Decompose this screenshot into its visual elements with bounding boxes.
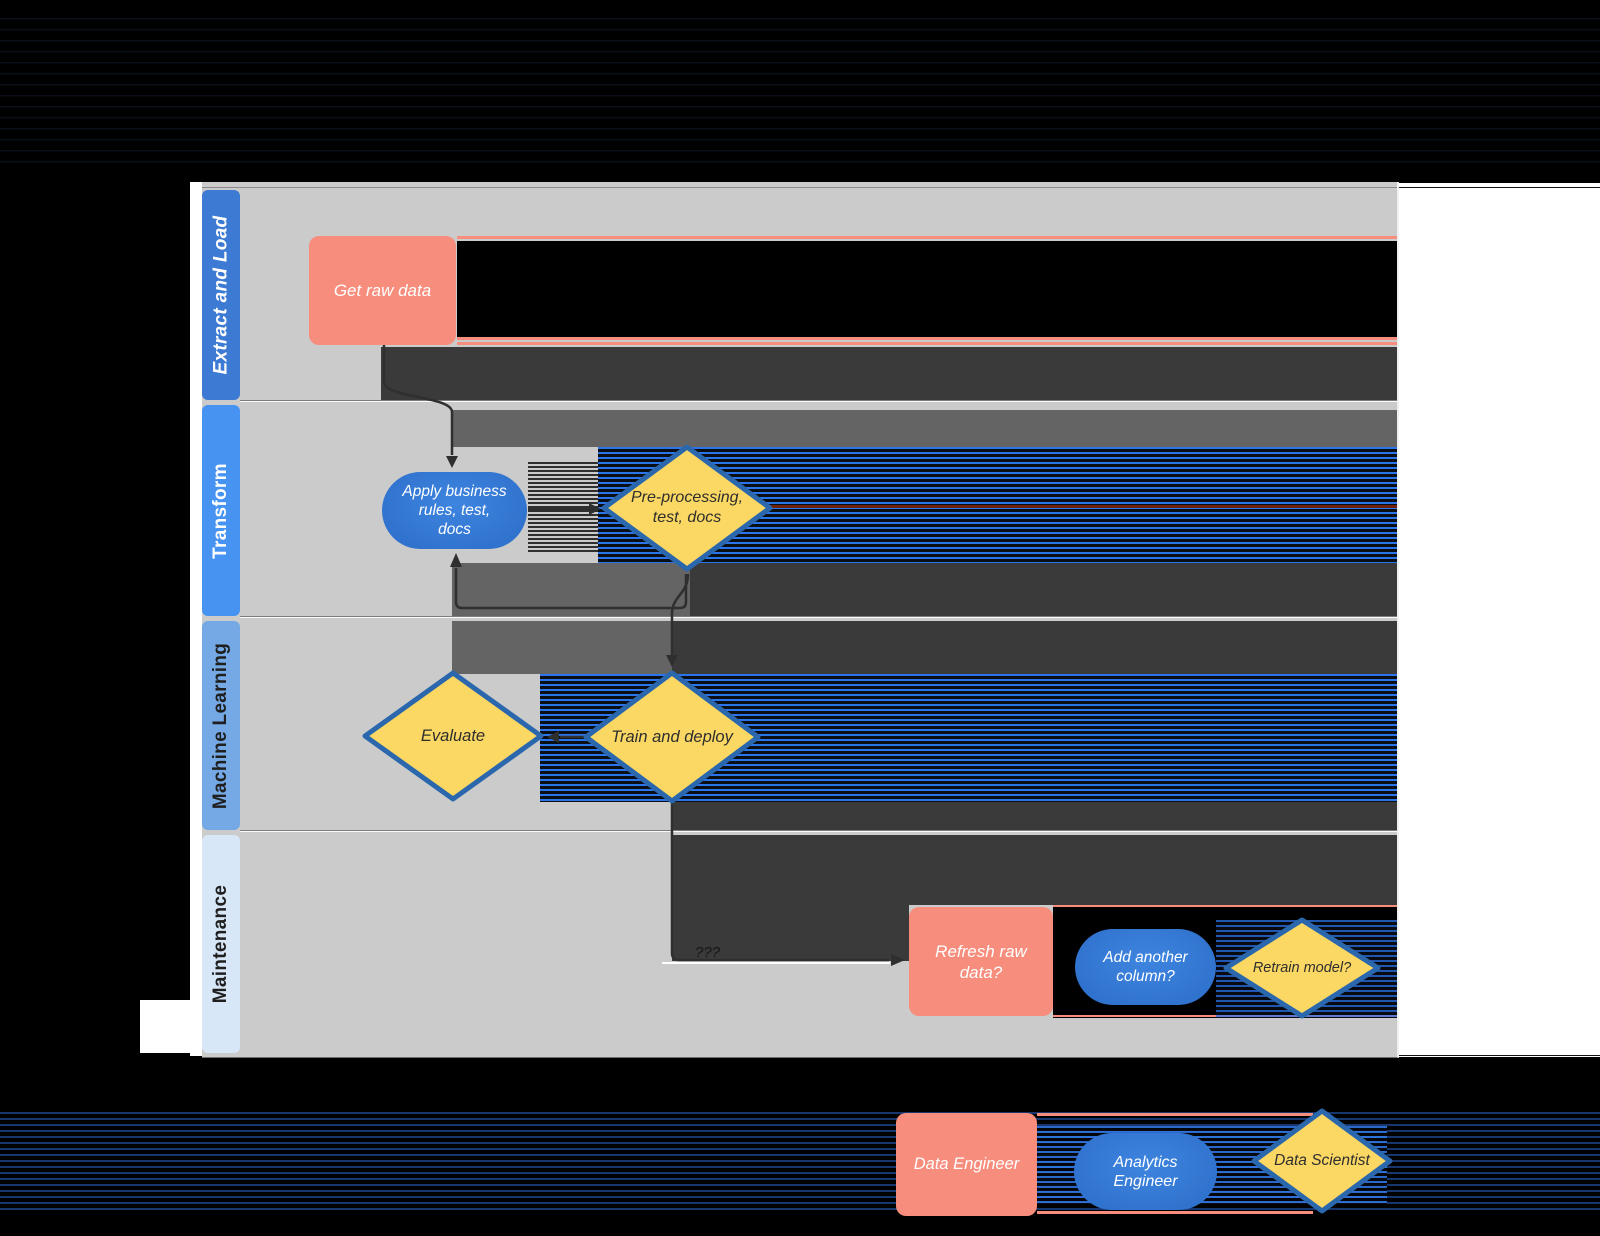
node-add-another-column-label: Add another column? [1103, 949, 1188, 985]
legend-data-scientist-label-box: Data Scientist [1254, 1111, 1390, 1211]
node-train-and-deploy-label: Train and deploy [611, 727, 733, 746]
artifact-black-lane1 [457, 241, 1397, 337]
node-add-another-column: Add another column? [1075, 929, 1216, 1005]
lane-label-extract-and-load: Extract and Load [210, 215, 232, 375]
node-get-raw-data: Get raw data [309, 236, 456, 345]
artifact-salmon-smear-bottom2 [457, 342, 1397, 345]
canvas-left-bottom-patch [140, 1000, 202, 1053]
edge-label-train-to-refresh: ??? [695, 944, 721, 961]
artifact-shadow-lane2-bottom-right [690, 563, 1397, 617]
lane-header-maintenance: Maintenance [202, 835, 240, 1053]
canvas-left-margin [190, 182, 202, 1056]
node-pre-processing-label: Pre-processing, test, docs [630, 489, 744, 526]
legend-salmon-line-bottom [1037, 1211, 1313, 1214]
node-apply-business-rules: Apply business rules, test, docs [382, 472, 527, 549]
artifact-stripes-ellipse-right [528, 462, 600, 552]
artifact-salmon-smear-refresh-top [1053, 905, 1397, 907]
node-evaluate-label-box: Evaluate [365, 673, 541, 799]
node-apply-business-rules-label: Apply business rules, test, docs [402, 483, 507, 538]
lane-divider-2 [240, 616, 1397, 618]
lane-divider-1 [240, 400, 1397, 402]
lane-divider-3 [240, 830, 1397, 832]
node-retrain-model-label: Retrain model? [1252, 960, 1352, 976]
node-get-raw-data-label: Get raw data [333, 281, 432, 300]
legend-data-scientist-label: Data Scientist [1274, 1152, 1370, 1169]
legend-analytics-engineer-label: Analytics Engineer [1113, 1153, 1178, 1190]
artifact-salmon-smear-top [457, 236, 1397, 239]
artifact-shadow-lane3-top-right [672, 621, 1397, 674]
node-train-and-deploy-label-box: Train and deploy [586, 673, 758, 801]
canvas-top-border-line [1399, 187, 1600, 188]
artifact-shadow-lane4-top [672, 835, 1397, 905]
legend-salmon-line-top [1037, 1113, 1313, 1116]
artifact-red-scanline [770, 505, 1397, 508]
artifact-shadow-lane2-top [452, 410, 1397, 447]
artifact-shadow-lane3-top-left [452, 621, 672, 674]
legend-analytics-engineer: Analytics Engineer [1074, 1133, 1217, 1210]
legend-data-engineer-label: Data Engineer [913, 1155, 1020, 1173]
lane-header-extract-and-load: Extract and Load [202, 190, 240, 400]
artifact-salmon-smear-bottom1 [457, 337, 1397, 340]
node-retrain-model-label-box: Retrain model? [1226, 920, 1378, 1016]
node-evaluate-label: Evaluate [420, 726, 486, 745]
node-refresh-raw-data-label: Refresh raw data? [935, 941, 1027, 982]
lane-label-transform: Transform [210, 462, 231, 559]
canvas-right-margin [1399, 183, 1600, 1057]
lane-label-maintenance: Maintenance [210, 884, 232, 1004]
legend-data-engineer: Data Engineer [896, 1113, 1037, 1216]
canvas-bottom-border-line [1399, 1055, 1600, 1056]
artifact-shadow-lane2-bottom-left [452, 563, 690, 617]
node-pre-processing-label-box: Pre-processing, test, docs [604, 447, 770, 569]
artifact-shadow-lane3-bottom [672, 802, 1397, 831]
panel-top-border [202, 187, 1397, 188]
node-refresh-raw-data: Refresh raw data? [909, 907, 1053, 1016]
artifact-shadow-lane1 [381, 347, 1397, 400]
lane-header-transform: Transform [202, 405, 240, 616]
lane-label-machine-learning: Machine Learning [210, 642, 232, 809]
artifact-white-edge-lane4 [662, 962, 890, 964]
top-scanline-artifacts [0, 18, 1600, 170]
lane-header-machine-learning: Machine Learning [202, 621, 240, 830]
